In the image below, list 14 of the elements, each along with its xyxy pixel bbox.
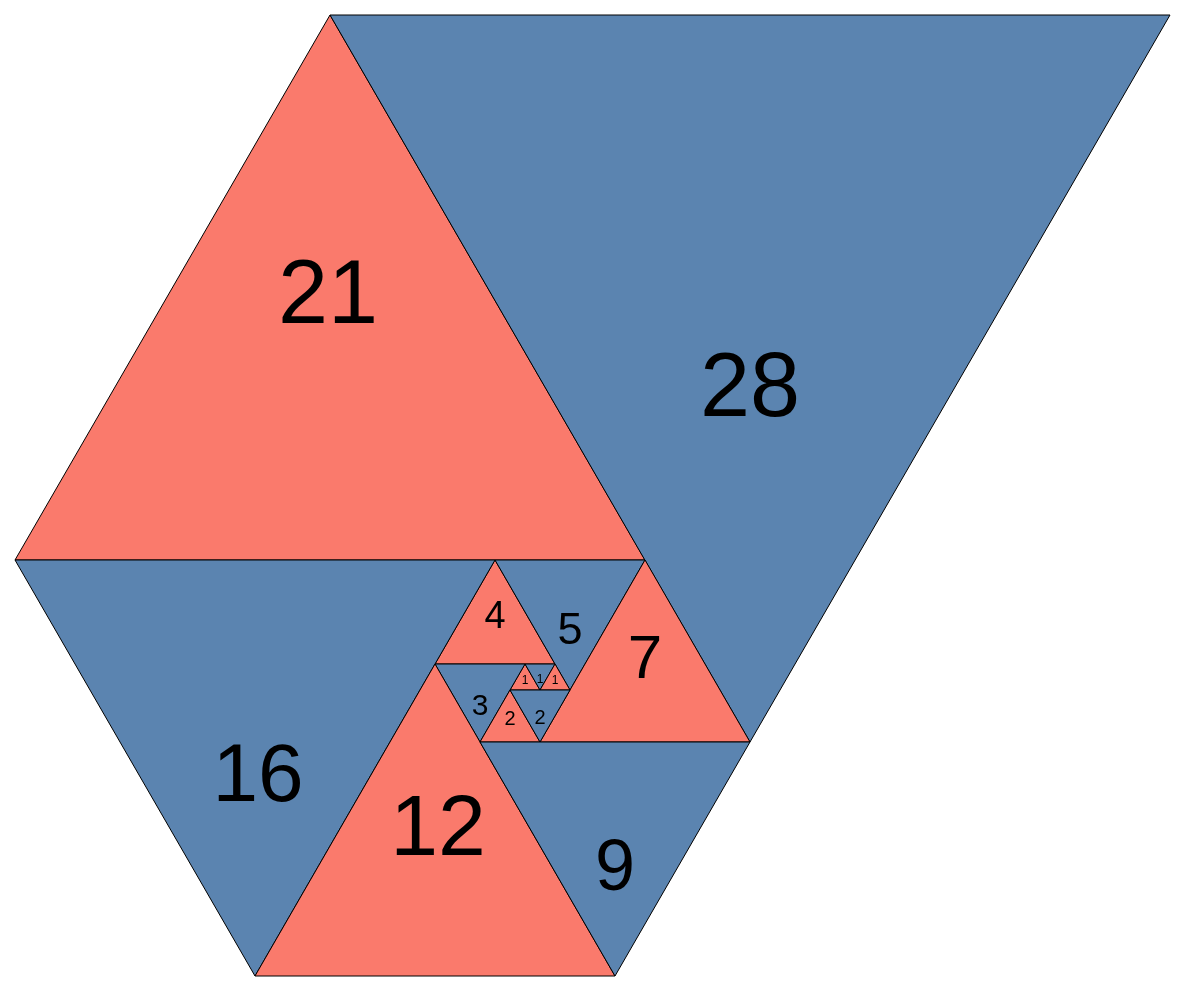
number-label: 2 (534, 707, 546, 727)
number-label: 21 (277, 247, 379, 337)
number-label: 3 (471, 690, 489, 720)
number-label: 16 (212, 732, 304, 814)
number-label: 5 (557, 605, 583, 651)
number-label: 1 (551, 674, 559, 686)
number-label: 12 (390, 782, 486, 868)
number-label: 1 (521, 674, 529, 686)
number-label: 4 (484, 596, 506, 634)
number-label: 1 (536, 673, 544, 685)
number-label: 7 (627, 626, 663, 688)
number-label: 9 (595, 829, 635, 901)
number-label: 2 (504, 708, 516, 728)
number-label: 28 (699, 340, 801, 430)
